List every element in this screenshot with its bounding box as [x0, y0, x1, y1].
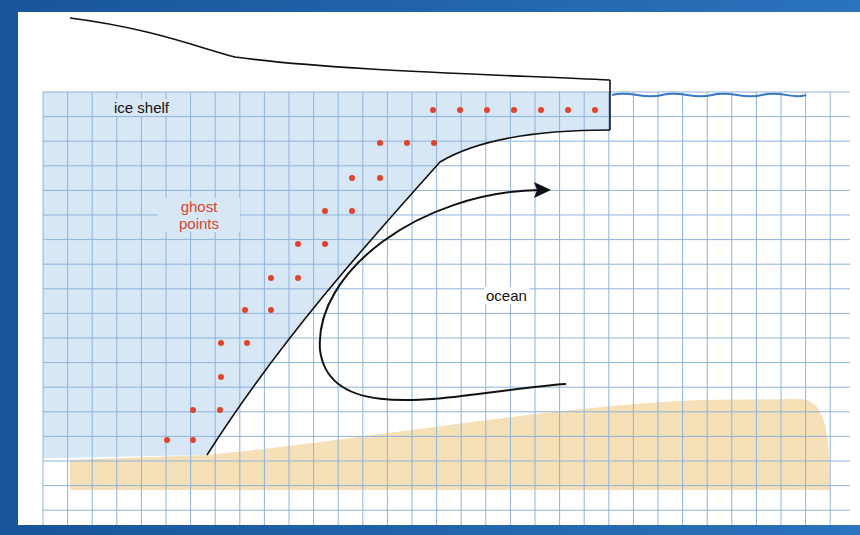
- circulation-arrow: [320, 190, 566, 400]
- region-label: ocean: [484, 287, 529, 304]
- ghost-point: [268, 307, 274, 313]
- grid-line: [781, 92, 782, 525]
- grid-line: [559, 92, 560, 525]
- grid-line: [461, 92, 462, 525]
- ghost-point: [218, 374, 224, 380]
- grid-line: [707, 92, 708, 525]
- grid-line: [682, 92, 683, 525]
- grid-line: [805, 92, 806, 525]
- bedrock: [70, 399, 830, 490]
- ghost-point: [430, 107, 436, 113]
- grid-line: [190, 92, 191, 525]
- grid-line: [387, 92, 388, 525]
- grid-line: [43, 436, 850, 437]
- grid-line: [289, 92, 290, 525]
- grid-line: [43, 362, 850, 363]
- ghost-point: [565, 107, 571, 113]
- grid-line: [43, 116, 850, 117]
- ghost-point: [349, 175, 355, 181]
- grid-line: [731, 92, 732, 525]
- arrowhead: [534, 182, 551, 198]
- ice-front: [609, 80, 611, 130]
- grid-line: [485, 92, 486, 525]
- ghost-point: [268, 275, 274, 281]
- grid-line: [43, 411, 850, 412]
- ghost-point: [431, 140, 437, 146]
- ghost-point: [295, 241, 301, 247]
- ghost-point: [295, 275, 301, 281]
- grid-line: [141, 92, 142, 525]
- grid-line: [43, 387, 850, 388]
- grid-line: [264, 92, 265, 525]
- grid-line: [412, 92, 413, 525]
- ghost-point: [349, 208, 355, 214]
- grid-line: [535, 92, 536, 525]
- ghost-point: [164, 437, 170, 443]
- grid-line: [92, 92, 93, 525]
- grid-line: [43, 485, 850, 486]
- ghost-point: [190, 407, 196, 413]
- ice-surface: [70, 18, 610, 80]
- grid-line: [43, 141, 850, 142]
- grid-line: [658, 92, 659, 525]
- grid-line: [43, 288, 850, 289]
- grid-line: [43, 338, 850, 339]
- grid-line: [43, 313, 850, 314]
- grid-line: [43, 92, 44, 525]
- grid-line: [43, 92, 850, 93]
- ice-region-fill: [43, 92, 610, 458]
- grid-line: [338, 92, 339, 525]
- grid-line: [67, 92, 68, 525]
- grid-line: [116, 92, 117, 525]
- ghost-point: [322, 208, 328, 214]
- ghost-point: [592, 107, 598, 113]
- ghost-point: [377, 140, 383, 146]
- grid-line: [43, 264, 850, 265]
- region-label: ice shelf: [112, 99, 171, 116]
- grid-line: [43, 239, 850, 240]
- grid-line: [830, 92, 831, 525]
- ice-base: [207, 130, 610, 455]
- ghost-point: [218, 340, 224, 346]
- ghost-point: [322, 241, 328, 247]
- grid-line: [239, 92, 240, 525]
- grid-line: [510, 92, 511, 525]
- ghost-point: [457, 107, 463, 113]
- sea-surface: [612, 94, 806, 97]
- grid-line: [166, 92, 167, 525]
- grid-line: [633, 92, 634, 525]
- grid-line: [608, 92, 609, 525]
- ghost-point: [244, 340, 250, 346]
- grid-line: [756, 92, 757, 525]
- ghost-point: [484, 107, 490, 113]
- grid-line: [436, 92, 437, 525]
- grid-line: [43, 461, 850, 462]
- region-label: ghost points: [158, 198, 240, 232]
- ghost-point: [190, 437, 196, 443]
- ghost-point: [511, 107, 517, 113]
- ghost-point: [217, 407, 223, 413]
- grid-line: [43, 190, 850, 191]
- grid-line: [362, 92, 363, 525]
- ghost-point: [377, 175, 383, 181]
- ghost-point: [242, 307, 248, 313]
- ghost-point: [538, 107, 544, 113]
- grid-line: [215, 92, 216, 525]
- grid-line: [584, 92, 585, 525]
- grid-line: [43, 510, 850, 511]
- ghost-point: [404, 140, 410, 146]
- grid-line: [43, 165, 850, 166]
